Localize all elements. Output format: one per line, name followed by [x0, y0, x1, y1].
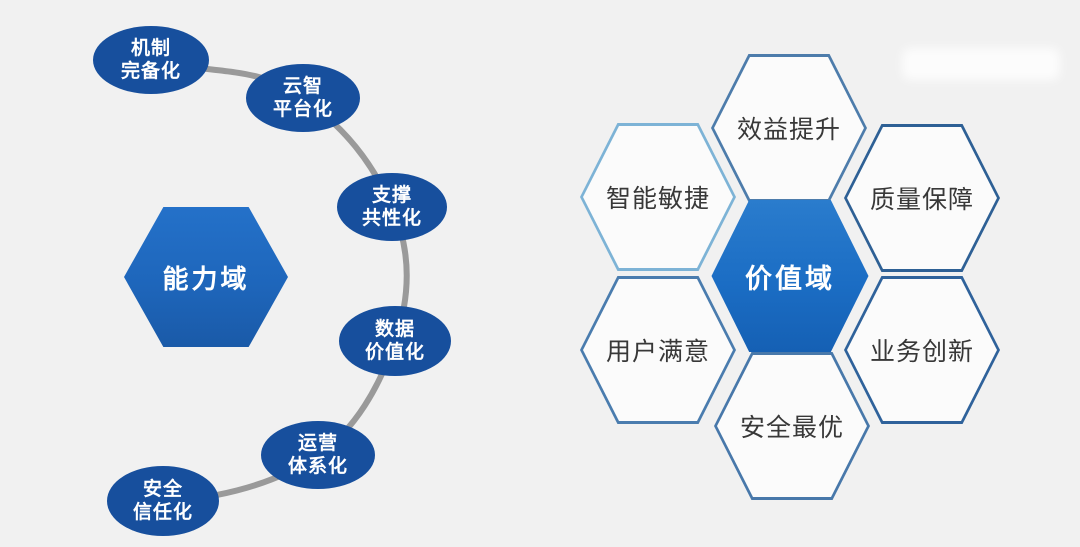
node-label-line2: 平台化	[272, 99, 333, 120]
value-node-quality-assurance: 质量保障	[844, 124, 1000, 272]
node-label-line1: 数据	[374, 318, 415, 340]
value-node-label: 安全最优	[739, 414, 844, 442]
capability-node-data-value: 数据 价值化	[339, 306, 451, 376]
capability-node-operation-system: 运营 体系化	[261, 421, 375, 489]
value-domain-label: 价值域	[745, 263, 835, 294]
capability-node-mechanism: 机制 完备化	[93, 26, 209, 94]
node-label-line1: 云智	[282, 75, 323, 97]
hexagon-face	[583, 279, 733, 421]
hexagon-face	[847, 127, 997, 269]
value-node-benefit-improvement: 效益提升	[711, 54, 867, 202]
node-label-line2: 价值化	[364, 342, 425, 363]
node-label-line2: 信任化	[132, 502, 193, 523]
value-node-label: 用户满意	[605, 338, 710, 366]
value-node-label: 业务创新	[869, 338, 974, 366]
node-label-line2: 完备化	[120, 61, 181, 82]
node-label-line1: 支撑	[371, 184, 412, 206]
hexagon-face	[717, 355, 867, 497]
value-node-intelligent-agility: 智能敏捷	[580, 123, 736, 271]
hexagon-face	[847, 279, 997, 421]
value-node-label: 效益提升	[736, 116, 841, 144]
watermark	[902, 48, 1060, 80]
capability-node-support-commonality: 支撑 共性化	[337, 173, 447, 241]
value-node-security-optimal: 安全最优	[714, 352, 870, 500]
value-node-label: 质量保障	[869, 186, 974, 214]
value-node-user-satisfaction: 用户满意	[580, 276, 736, 424]
value-domain-hexagon: 价值域	[711, 200, 869, 352]
node-label-line2: 共性化	[361, 208, 422, 229]
capability-node-cloud-platform: 云智 平台化	[246, 64, 360, 132]
value-node-label: 智能敏捷	[605, 185, 710, 213]
node-label-line2: 体系化	[287, 456, 348, 477]
capability-domain-label: 能力域	[162, 263, 250, 294]
capability-node-security-trust: 安全 信任化	[107, 466, 219, 536]
hexagon-face	[583, 126, 733, 268]
capability-domain-hexagon: 能力域	[124, 207, 288, 347]
node-label-line1: 运营	[297, 432, 338, 454]
hexagon-face	[714, 57, 864, 199]
value-node-business-innovation: 业务创新	[844, 276, 1000, 424]
node-label-line1: 安全	[142, 478, 183, 500]
node-label-line1: 机制	[130, 37, 171, 59]
